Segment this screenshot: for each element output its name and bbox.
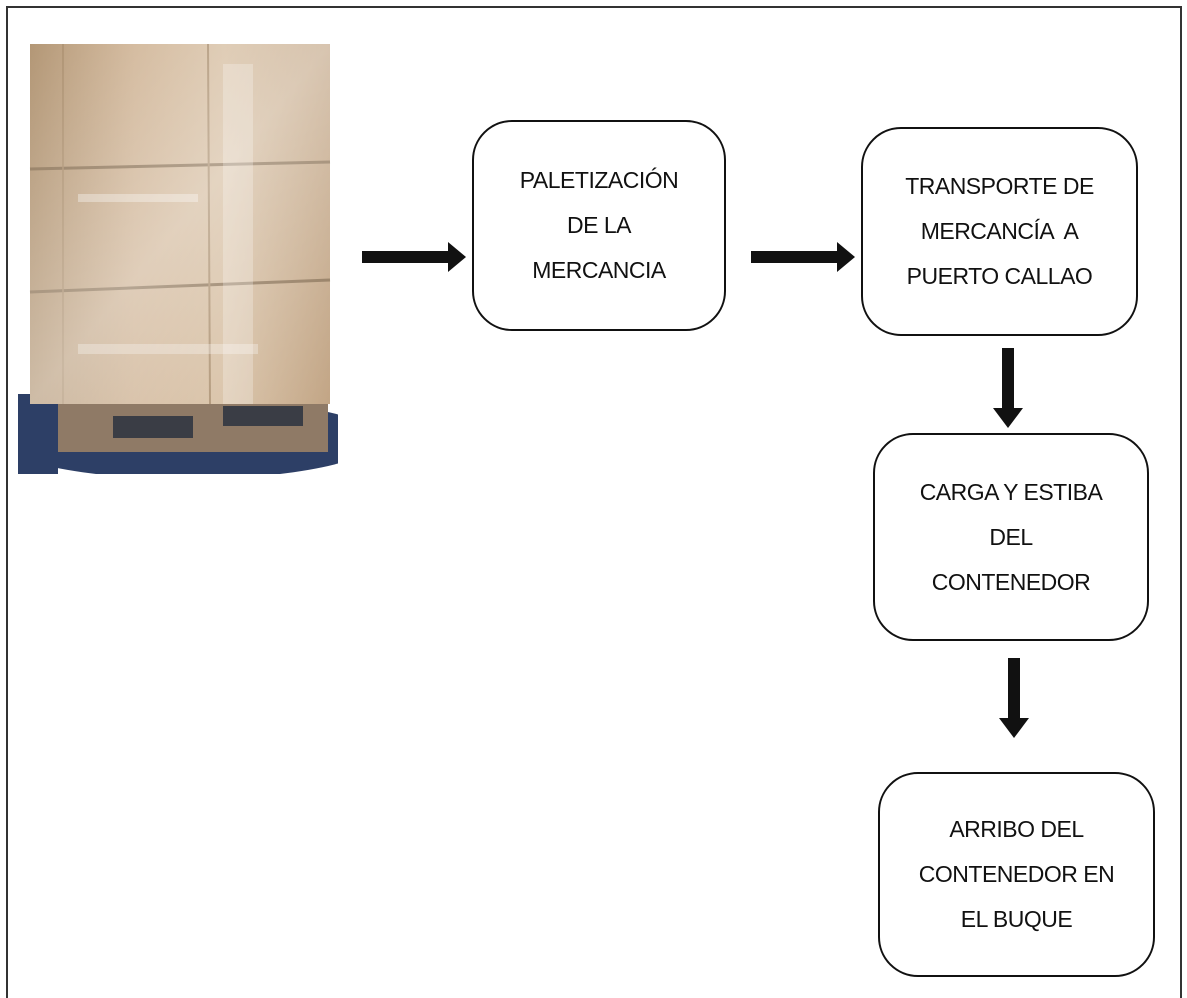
step-transporte: TRANSPORTE DE MERCANCÍA A PUERTO CALLAO (861, 127, 1138, 336)
step-1-line-3: MERCANCIA (532, 257, 666, 283)
step-4-line-3: EL BUQUE (960, 906, 1073, 932)
step-2-line-3: PUERTO CALLAO (906, 263, 1093, 289)
step-transporte-label: TRANSPORTE DE MERCANCÍA A PUERTO CALLAO (905, 164, 1094, 299)
wrapped-pallet-image (18, 44, 338, 474)
step-carga-estiba: CARGA Y ESTIBA DEL CONTENEDOR (873, 433, 1149, 641)
step-paletizacion: PALETIZACIÓN DE LA MERCANCIA (472, 120, 726, 331)
step-3-line-1: CARGA Y ESTIBA (919, 478, 1103, 505)
step-1-line-1: PALETIZACIÓN (519, 167, 679, 193)
step-paletizacion-label: PALETIZACIÓN DE LA MERCANCIA (519, 158, 679, 293)
step-4-line-2: CONTENEDOR EN (918, 861, 1115, 887)
step-2-line-2: MERCANCÍA A (920, 218, 1079, 244)
diagram-frame (6, 6, 1182, 998)
step-2-line-1: TRANSPORTE DE (905, 173, 1094, 199)
step-carga-estiba-label: CARGA Y ESTIBA DEL CONTENEDOR (920, 470, 1103, 605)
step-arribo: ARRIBO DEL CONTENEDOR EN EL BUQUE (878, 772, 1155, 977)
step-arribo-label: ARRIBO DEL CONTENEDOR EN EL BUQUE (918, 807, 1115, 942)
step-3-line-2: DEL (989, 523, 1033, 550)
step-3-line-3: CONTENEDOR (931, 568, 1091, 595)
step-4-line-1: ARRIBO DEL (949, 816, 1084, 842)
step-1-line-2: DE LA (567, 212, 631, 238)
